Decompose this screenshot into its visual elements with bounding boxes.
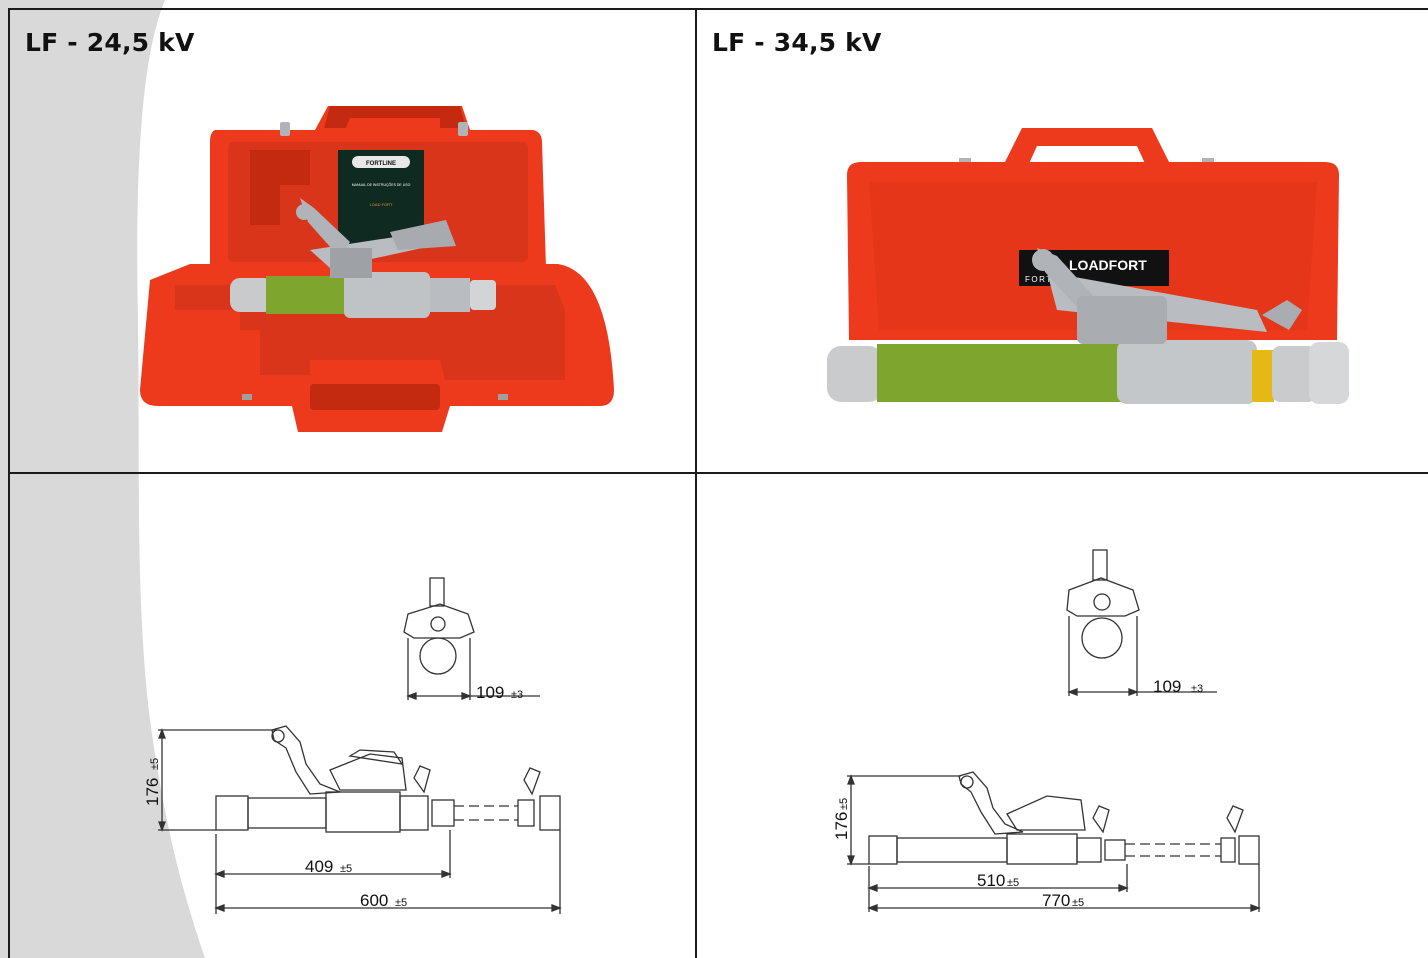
height-dimension: 176 (832, 812, 851, 840)
label-brand: LOADFORT (1069, 257, 1147, 273)
open-length-dimension: 770 (1042, 891, 1070, 910)
open-length-tolerance: ±5 (1072, 897, 1084, 909)
grid-top-border (8, 8, 1428, 10)
width-dimension: 109 (1153, 677, 1181, 696)
panel-34kv-drawing: 109 ±3 176 ±5 510 ±5 770 ±5 (697, 474, 1428, 958)
closed-case-photo: LOADFORT FORTLINE (827, 128, 1349, 404)
front-view (1066, 549, 1140, 659)
technical-drawing: 109 ±3 176 ±5 409 ±5 600 ±5 (143, 577, 562, 914)
technical-drawing: 109 ±3 176 ±5 510 ±5 770 ±5 (832, 549, 1261, 912)
closed-length-dimension: 409 (305, 857, 333, 876)
manual-brand: FORTLINE (366, 161, 396, 167)
height-dimension: 176 (143, 778, 162, 806)
open-case-photo: FORTLINE MANUAL DE INSTRUÇÕES DE USO LOA… (140, 106, 614, 432)
side-view (215, 725, 561, 833)
manual-title: MANUAL DE INSTRUÇÕES DE USO (352, 182, 411, 187)
grid-middle-divider (695, 8, 697, 958)
loadbuster-tool (230, 198, 496, 318)
loadbuster-tool (827, 248, 1349, 404)
open-length-tolerance: ±5 (395, 897, 407, 909)
product-comparison-grid: LF - 24,5 kV FORTLINE MANUAL DE INSTRUÇÕ… (8, 8, 1428, 958)
manual-product: LOAD FORT (370, 202, 393, 207)
panel-24kv-photo: LF - 24,5 kV FORTLINE MANUAL DE INSTRUÇÕ… (10, 10, 695, 472)
panel-title: LF - 24,5 kV (25, 28, 195, 57)
front-view (403, 577, 475, 675)
panel-34kv-photo: LF - 34,5 kV LOADFORT FORTLINE (697, 10, 1428, 472)
width-tolerance: ±3 (1191, 683, 1203, 695)
height-tolerance: ±5 (149, 758, 161, 770)
grid-row-divider (8, 472, 1428, 474)
side-view (868, 771, 1260, 865)
width-dimension: 109 (476, 683, 504, 702)
panel-24kv-drawing: 109 ±3 176 ±5 409 ±5 600 ±5 (10, 474, 695, 958)
open-length-dimension: 600 (360, 891, 388, 910)
closed-length-tolerance: ±5 (1007, 877, 1019, 889)
closed-length-tolerance: ±5 (340, 863, 352, 875)
width-tolerance: ±3 (511, 689, 523, 701)
closed-length-dimension: 510 (977, 871, 1005, 890)
grid-left-border (8, 8, 10, 958)
panel-title: LF - 34,5 kV (712, 28, 882, 57)
height-tolerance: ±5 (838, 798, 850, 810)
